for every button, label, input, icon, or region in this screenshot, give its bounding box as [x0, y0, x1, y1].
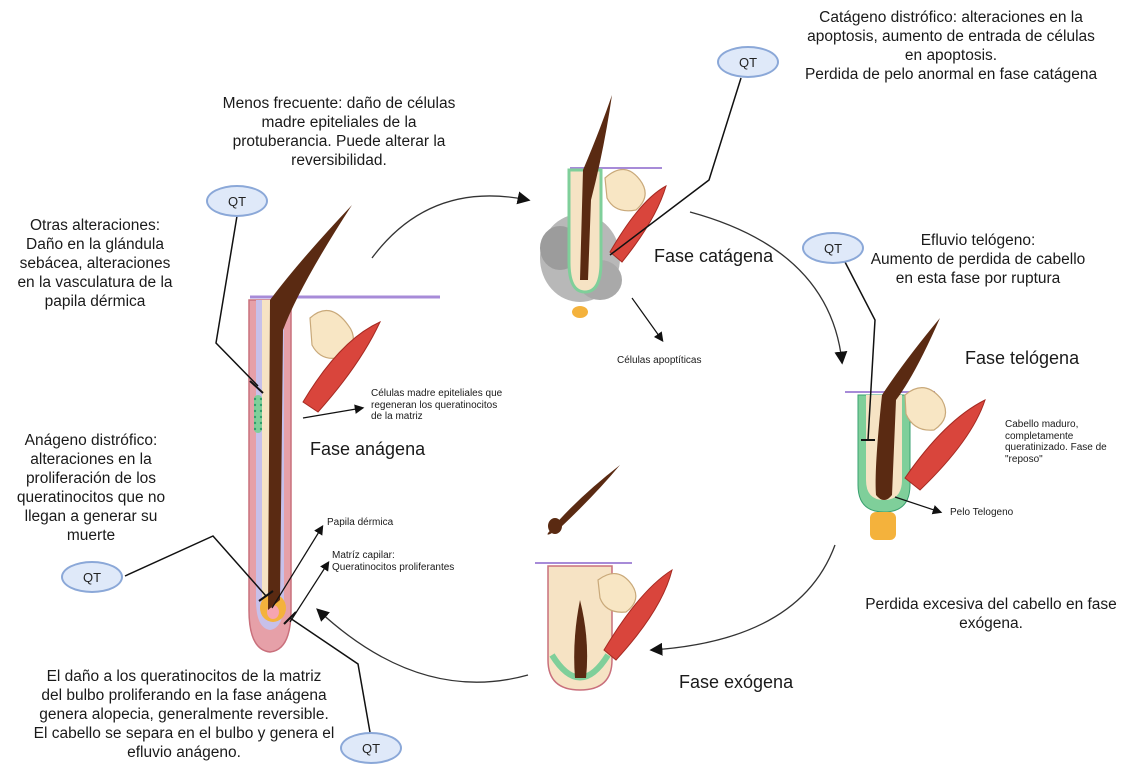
- otras-alteraciones-text: Otras alteraciones: Daño en la glándula …: [0, 217, 190, 312]
- celulas-madre-label: Células madre epiteliales que regeneran …: [371, 388, 541, 423]
- efluvio-telogeno-text: Efluvio telógeno: Aumento de perdida de …: [858, 232, 1098, 289]
- papila-dermica-label: Papila dérmica: [327, 517, 447, 529]
- phase-title-anagena: Fase anágena: [310, 439, 425, 461]
- phase-title-telogena: Fase telógena: [965, 348, 1079, 370]
- catagen-follicle-illustration: [540, 95, 666, 318]
- dano-queratinocitos-text: El daño a los queratinocitos de la matri…: [8, 668, 360, 763]
- pelo-telogeno-label: Pelo Telogeno: [950, 507, 1060, 519]
- menos-frecuente-text: Menos frecuente: daño de células madre e…: [204, 95, 474, 171]
- qt-badge-otras: QT: [206, 185, 268, 217]
- perdida-exogena-text: Perdida excesiva del cabello en fase exó…: [848, 596, 1134, 634]
- cabello-maduro-label: Cabello maduro, completamente queratiniz…: [1005, 419, 1130, 465]
- celulas-apoptoticas-label: Células apoptíticas: [617, 355, 737, 367]
- qt-badge-anagen: QT: [61, 561, 123, 593]
- matriz-capilar-label: Matríz capilar: Queratinocitos prolifera…: [332, 550, 492, 573]
- anageno-distrofico-text: Anágeno distrófico: alteraciones en la p…: [0, 432, 182, 545]
- exogen-follicle-illustration: [535, 465, 672, 690]
- phase-title-exogena: Fase exógena: [679, 672, 793, 694]
- phase-title-catagena: Fase catágena: [654, 246, 773, 268]
- catagen-distrofico-text: Catágeno distrófico: alteraciones en la …: [768, 9, 1134, 85]
- cycle-arrow-anagen-to-catagen: [372, 196, 528, 258]
- qt-badge-telogen: QT: [802, 232, 864, 264]
- cycle-arrow-telogen-to-exogen: [652, 545, 835, 650]
- anagen-follicle-illustration: [249, 205, 440, 652]
